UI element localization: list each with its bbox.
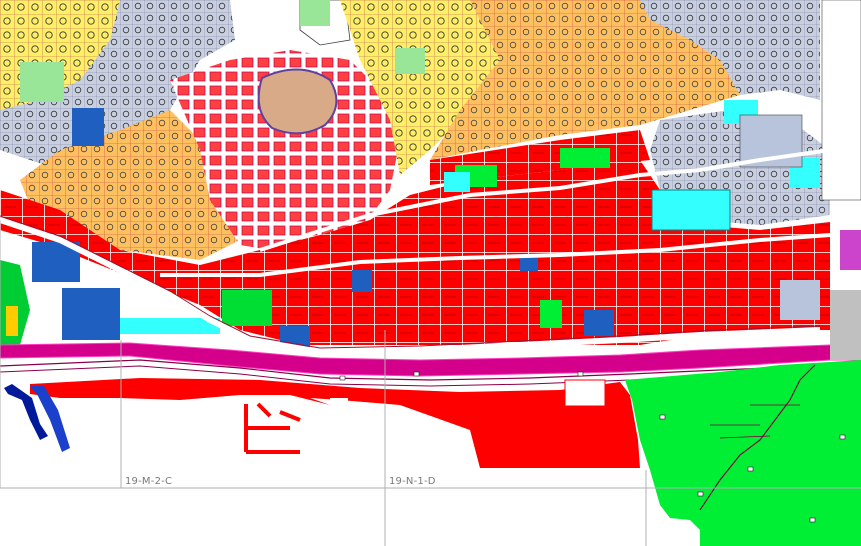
residential-zone-yellow-east <box>340 0 530 175</box>
public-building-6 <box>352 270 372 292</box>
railway-line <box>0 359 861 381</box>
trail-path <box>699 364 816 511</box>
industrial-zone-east <box>830 290 861 360</box>
residential-strip-east <box>821 0 861 201</box>
park-green-3 <box>540 300 562 328</box>
trail-path-2 <box>710 404 800 439</box>
sports-area-4 <box>120 318 220 334</box>
park-green-4 <box>20 62 64 102</box>
public-building-7 <box>520 255 538 271</box>
public-building-1 <box>72 108 104 146</box>
old-town-parcels <box>170 50 400 255</box>
magenta-parcel-east <box>840 230 861 270</box>
avenue-upper <box>259 148 831 252</box>
breakwater <box>4 384 48 440</box>
green-zone-south-strip <box>700 518 820 546</box>
main-road-outline <box>0 215 821 349</box>
park-green-6 <box>300 0 330 26</box>
harbour-building-2 <box>330 398 348 416</box>
avenue-lower <box>160 233 831 277</box>
public-building-8 <box>780 280 820 320</box>
harbour-building-1 <box>564 379 606 407</box>
marker-yellow-west <box>6 306 18 336</box>
public-building-3 <box>62 288 120 340</box>
residential-zone-blue-east <box>640 0 820 100</box>
commercial-zone-central <box>0 160 830 345</box>
pier-structures <box>244 402 301 454</box>
sports-area-1 <box>651 189 731 231</box>
building-markers <box>339 371 846 523</box>
sports-area-2 <box>444 172 470 192</box>
public-building-5 <box>584 310 614 336</box>
breakwater-2 <box>30 386 70 452</box>
park-green-2 <box>222 290 272 326</box>
sheet-grid <box>0 220 861 546</box>
residential-zone-orange-east <box>430 0 760 160</box>
main-road <box>0 217 821 356</box>
port-zone <box>30 378 640 468</box>
park-green-north <box>560 148 610 168</box>
coastal-highway <box>0 342 861 377</box>
castle-hill-park <box>257 68 338 135</box>
park-green-5 <box>395 48 425 74</box>
